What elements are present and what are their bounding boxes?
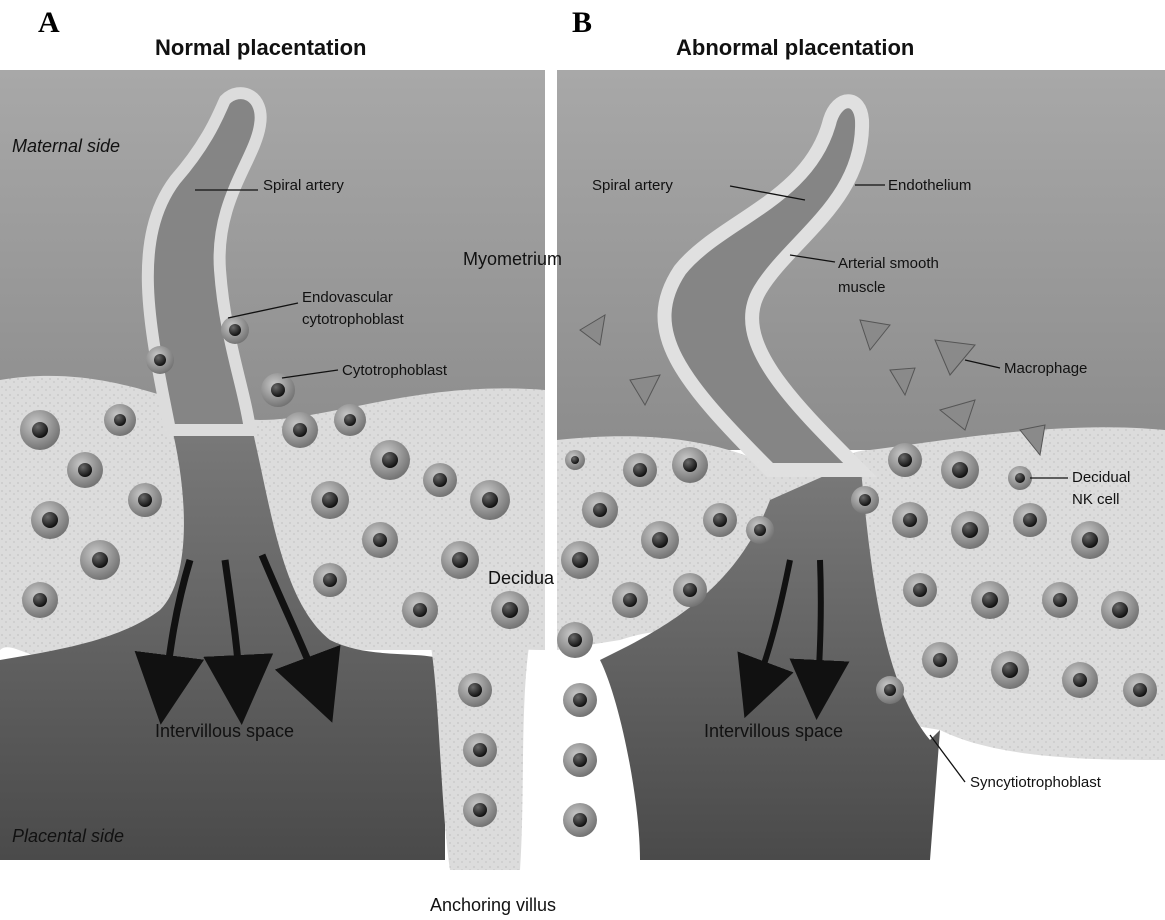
label-decidual-nk-1: Decidual [1072,469,1130,486]
label-macrophage: Macrophage [1004,360,1087,377]
label-cytotrophoblast: Cytotrophoblast [342,362,448,379]
label-smooth-muscle-1: Arterial smooth [838,255,939,272]
label-decidual-nk-2: NK cell [1072,491,1120,508]
panel-title-b: Abnormal placentation [676,35,914,60]
label-endovascular-1: Endovascular [302,289,393,306]
intervillous-space-label-b: Intervillous space [704,721,843,741]
label-endovascular-2: cytotrophoblast [302,311,405,328]
label-smooth-muscle-2: muscle [838,279,886,296]
label-endothelium: Endothelium [888,177,971,194]
anchoring-villus-label: Anchoring villus [430,895,556,915]
placental-side-label: Placental side [12,826,124,846]
label-syncytiotrophoblast: Syncytiotrophoblast [970,774,1102,791]
maternal-side-label: Maternal side [12,136,120,156]
label-spiral-artery-a: Spiral artery [263,177,344,194]
panel-letter-b: B [572,6,592,39]
decidua-label: Decidua [488,568,555,588]
intervillous-space-label-a: Intervillous space [155,721,294,741]
panel-letter-a: A [38,6,60,39]
panel-title-a: Normal placentation [155,35,366,60]
label-spiral-artery-b: Spiral artery [592,177,673,194]
myometrium-label: Myometrium [463,249,562,269]
